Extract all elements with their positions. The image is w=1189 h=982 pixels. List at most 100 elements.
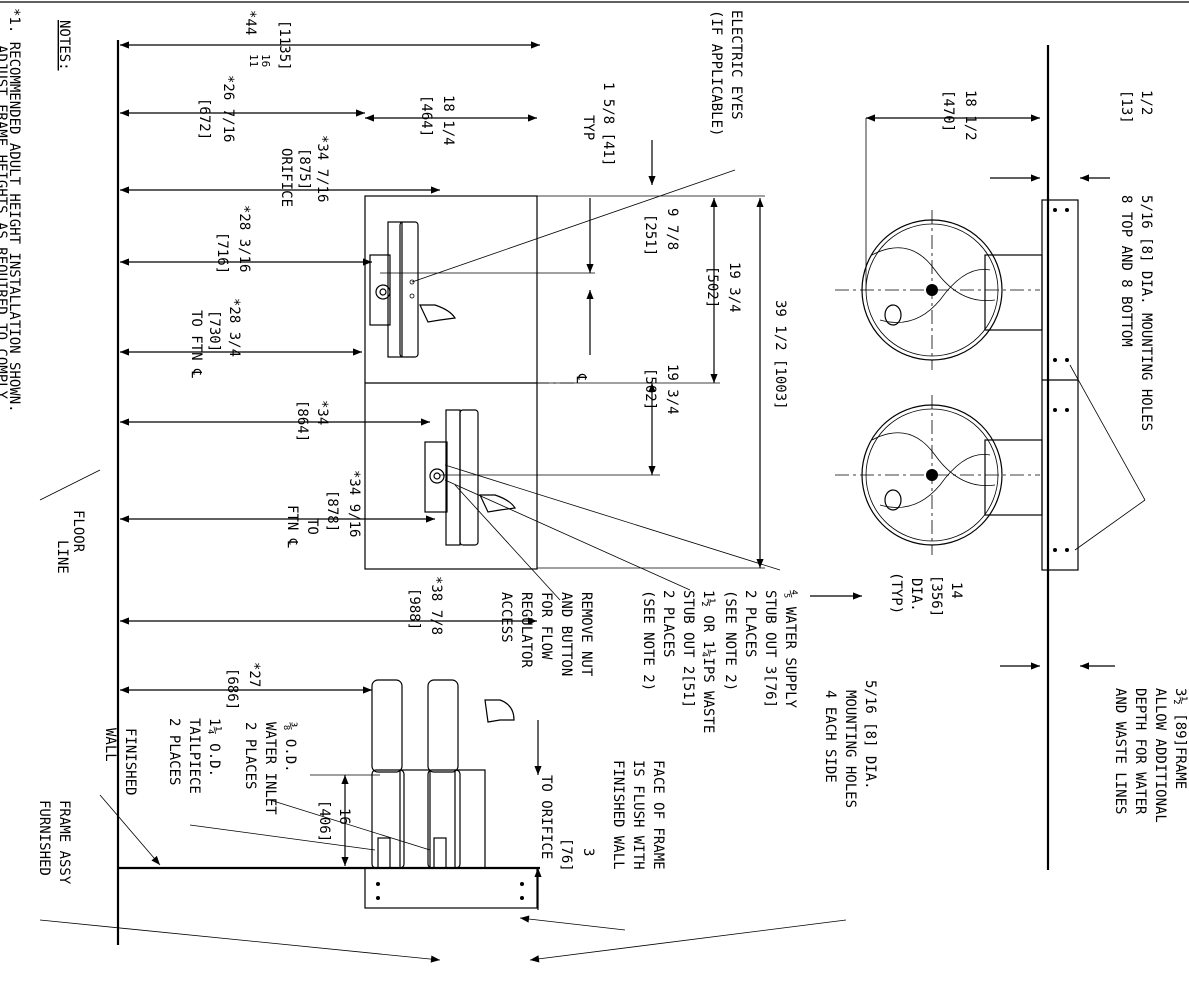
dim-9-7-8: 9 7/8	[664, 208, 680, 250]
remove-nut-1: REMOVE NUT	[578, 592, 594, 677]
dim-overall-frac-num: 11	[247, 54, 260, 67]
dim-34-7-16: *34 7/16	[314, 135, 330, 202]
side-dim-27: *27	[246, 662, 262, 687]
dim-34-7-16-mm: [875]	[296, 148, 312, 190]
dim-overall: *44	[242, 10, 258, 35]
centerline-symbol: ℄	[573, 373, 589, 383]
dim-39-1-2: 39 1/2 [1003]	[772, 300, 788, 410]
dim-28-3-16-mm: [716]	[214, 232, 230, 274]
dim-34-9-16-note2: FTN ℄	[284, 505, 300, 548]
dim-9-7-8-mm: [251]	[642, 214, 658, 256]
water-supply-2: STUB OUT 3[76]	[762, 590, 778, 708]
side-inlet-3: 2 PLACES	[242, 722, 258, 789]
dim-34-mm: [864]	[294, 400, 310, 442]
remove-nut-5: ACCESS	[498, 592, 514, 643]
side-holes-1: 5/16 [8] DIA.	[862, 680, 878, 790]
note-1-line-2: ADJUST FRAME HEIGHTS AS REQUIRED TO COMP…	[0, 45, 9, 400]
dim-18-1-4: 18 1/4	[440, 95, 456, 146]
side-dim-27-mm: [686]	[224, 668, 240, 710]
dim-38-7-8: *38 7/8	[428, 576, 444, 635]
dim-28-3-16: *28 3/16	[236, 205, 252, 272]
water-supply-1: ⅘ WATER SUPPLY	[782, 590, 798, 709]
dim-18-1-4-mm: [464]	[418, 95, 434, 137]
dim-overall-mm: [1135]	[276, 20, 292, 71]
notes-block: NOTES: *1. RECOMMENDED ADULT HEIGHT INST…	[0, 8, 72, 413]
side-face-1: FACE OF FRAME	[650, 760, 666, 870]
remove-nut-3: FOR FLOW	[538, 592, 554, 660]
side-dim-16: 16	[336, 808, 352, 825]
top-frame-2: ALLOW ADDITIONAL	[1152, 688, 1168, 823]
waste-1: 1½ OR 1¼IPS WASTE	[700, 590, 716, 733]
top-view: 1/2 [13] 18 1/2 [470] 5/16 [8] DIA. MOUN…	[810, 45, 1188, 870]
side-holes-2: MOUNTING HOLES	[842, 690, 858, 808]
lower-fountain	[424, 409, 517, 546]
side-finished-wall-2: WALL	[102, 728, 118, 762]
side-face-2: IS FLUSH WITH	[630, 760, 646, 870]
dim-26-7-16-mm: [672]	[196, 98, 212, 140]
dim-28-3-4-mm: [730]	[206, 310, 222, 352]
side-dim-3-note: TO ORIFICE	[538, 775, 554, 859]
side-finished-wall-1: FINISHED	[122, 728, 138, 795]
waste-3: 2 PLACES	[660, 590, 676, 657]
upper-fountain	[369, 221, 457, 358]
side-dim-16-mm: [406]	[316, 800, 332, 842]
dim-38-7-8-mm: [988]	[406, 588, 422, 630]
dim-34: *34	[314, 400, 330, 425]
side-frame-assy-2: FURNISHED	[36, 800, 52, 876]
front-view: *44 11 16 [1135] *26 7/16 [672] 18 1/4 […	[39, 10, 798, 945]
side-tailpiece-1: 1¼ O.D.	[206, 718, 222, 777]
top-frame-3: DEPTH FOR WATER	[1132, 688, 1148, 815]
top-frame-4: AND WASTE LINES	[1112, 688, 1128, 814]
electric-eyes-2: (IF APPLICABLE)	[708, 10, 724, 136]
front-dimensions	[39, 41, 781, 625]
water-supply-3: 2 PLACES	[742, 590, 758, 657]
dim-19-3-4-a: 19 3/4	[726, 262, 742, 313]
floor-line-label-1: FLOOR	[70, 510, 86, 553]
side-tailpiece-3: 2 PLACES	[166, 718, 182, 785]
top-dim-18-1-2-mm: [470]	[940, 90, 956, 132]
dim-28-3-4-note: TO FTN ℄	[188, 310, 204, 378]
receptor-lower	[835, 395, 1043, 555]
top-typ: (TYP)	[888, 572, 904, 614]
top-mount-holes-1: 5/16 [8] DIA. MOUNTING HOLES	[1138, 195, 1154, 431]
dim-19-3-4-b: 19 3/4	[664, 364, 680, 415]
dim-28-3-4: *28 3/4	[226, 298, 242, 357]
dim-26-7-16: *26 7/16	[220, 75, 236, 142]
dim-34-9-16-mm: [878]	[324, 490, 340, 532]
side-dim-3: 3	[580, 848, 596, 856]
dim-34-9-16: *34 9/16	[346, 470, 362, 537]
top-dim-1-2: 1/2	[1138, 90, 1154, 115]
top-dia-14: 14	[948, 582, 964, 599]
top-dia-label: DIA.	[908, 578, 924, 612]
remove-nut-4: REGULATOR	[518, 592, 534, 668]
waste-4: (SEE NOTE 2)	[640, 590, 656, 691]
waste-2: STUB OUT 2[51]	[680, 590, 696, 708]
top-frame-plate	[1041, 199, 1079, 571]
dim-overall-frac-den: 16	[259, 54, 272, 67]
front-labels: *44 11 16 [1135] *26 7/16 [672] 18 1/4 […	[54, 10, 798, 733]
water-supply-4: (SEE NOTE 2)	[722, 590, 738, 691]
side-view: *27 [686] 16 [406] 3 [76] TO ORIFICE 1¼ …	[36, 662, 878, 963]
dim-19-3-4-a-mm: [502]	[704, 266, 720, 308]
side-dim-3-mm: [76]	[558, 838, 574, 872]
typ-label: TYP	[580, 115, 596, 140]
dim-34-9-16-note1: TO	[304, 518, 320, 535]
side-holes-3: 4 EACH SIDE	[822, 690, 838, 783]
top-dim-18-1-2: 18 1/2	[962, 90, 978, 141]
typ-1-5-8: 1 5/8 [41]	[600, 82, 616, 166]
dim-19-3-4-b-mm: [502]	[642, 368, 658, 410]
side-tailpiece-2: TAILPIECE	[186, 718, 202, 794]
notes-heading: NOTES:	[56, 20, 72, 71]
side-inlet-1: ⅜ O.D.	[282, 722, 298, 773]
remove-nut-2: AND BUTTON	[558, 592, 574, 676]
top-dim-1-2-mm: [13]	[1118, 90, 1134, 124]
top-frame-1: 3½ [89]FRAME	[1172, 688, 1188, 789]
note-1-line-1: *1. RECOMMENDED ADULT HEIGHT INSTALLATIO…	[6, 8, 22, 413]
electric-eyes-1: ELECTRIC EYES	[728, 10, 744, 120]
top-dia-14-mm: [356]	[928, 575, 944, 617]
receptor-upper	[835, 210, 1043, 370]
side-inlet-2: WATER INLET	[262, 722, 278, 815]
side-frame-assy-1: FRAME ASSY	[56, 800, 72, 885]
dim-34-7-16-note: ORIFICE	[278, 148, 294, 207]
